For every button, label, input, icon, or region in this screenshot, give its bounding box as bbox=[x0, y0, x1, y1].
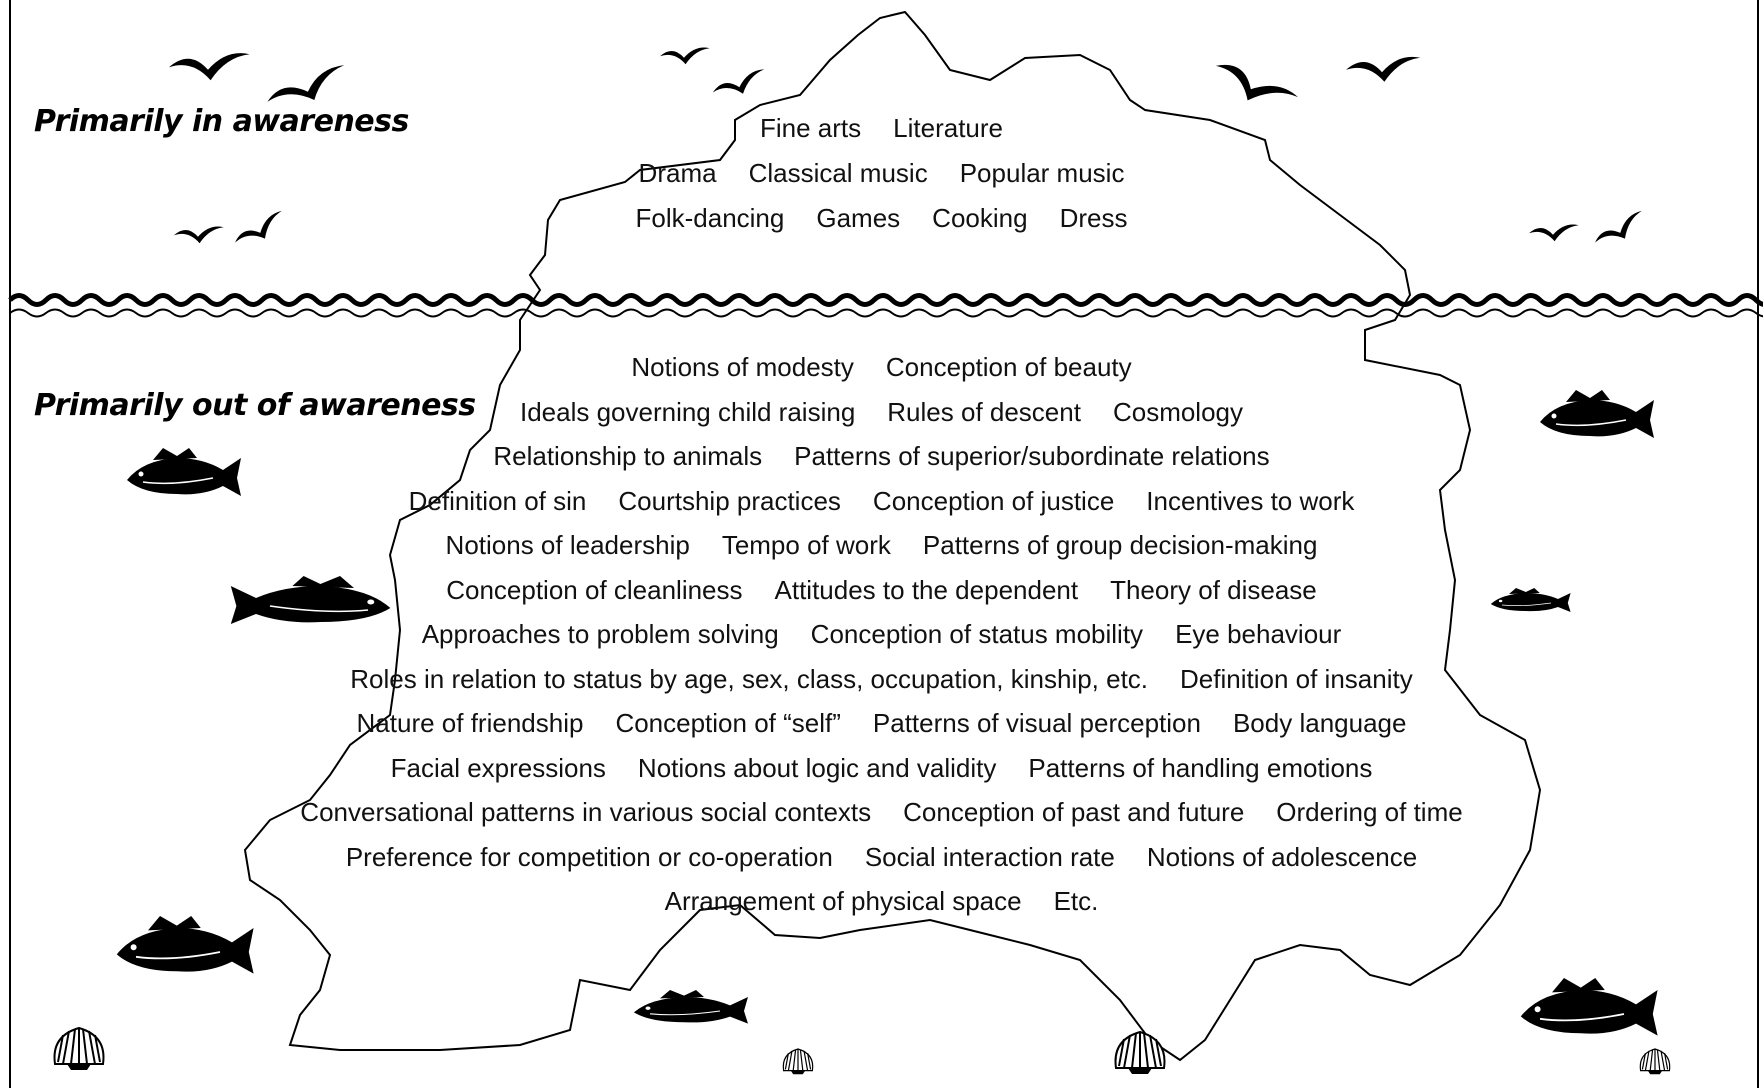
below-waterline-row: Approaches to problem solving Conception … bbox=[0, 619, 1763, 650]
shell-icon bbox=[1114, 1031, 1166, 1075]
culture-item: Popular music bbox=[959, 158, 1125, 188]
culture-item: Conception of “self” bbox=[615, 708, 841, 738]
culture-item: Folk-dancing bbox=[635, 203, 785, 233]
below-waterline-row: Conversational patterns in various socia… bbox=[0, 797, 1763, 828]
label-primarily-out-of-awareness: Primarily out of awareness bbox=[34, 388, 476, 423]
below-waterline-row: Nature of friendship Conception of “self”… bbox=[0, 708, 1763, 739]
culture-item: Notions of modesty bbox=[631, 352, 854, 382]
culture-item: Notions about logic and validity bbox=[637, 752, 997, 783]
culture-item: Definition of insanity bbox=[1180, 663, 1413, 694]
culture-item: Patterns of group decision-making bbox=[922, 530, 1318, 560]
above-waterline-row: Fine arts Literature bbox=[0, 113, 1763, 144]
fish-icon bbox=[115, 915, 255, 975]
fish-icon bbox=[1519, 977, 1659, 1037]
culture-item: Games bbox=[816, 203, 901, 233]
culture-item: Facial expressions bbox=[390, 752, 606, 783]
culture-item: Patterns of visual perception bbox=[872, 708, 1201, 738]
culture-item: Eye behaviour bbox=[1175, 619, 1342, 649]
culture-item: Conversational patterns in various socia… bbox=[300, 797, 872, 827]
culture-item: Attitudes to the dependent bbox=[774, 574, 1079, 605]
shell-icon bbox=[782, 1048, 814, 1075]
below-waterline-row: Roles in relation to status by age, sex,… bbox=[0, 664, 1763, 695]
above-waterline-row: Drama Classical music Popular music bbox=[0, 158, 1763, 189]
shell-icon bbox=[53, 1027, 105, 1071]
culture-item: Notions of leadership bbox=[445, 530, 690, 560]
culture-item: Drama bbox=[638, 158, 717, 188]
culture-item: Approaches to problem solving bbox=[421, 619, 779, 649]
below-waterline-row: Facial expressions Notions about logic an… bbox=[0, 753, 1763, 784]
culture-item: Conception of cleanliness bbox=[446, 574, 743, 605]
culture-item: Classical music bbox=[748, 158, 928, 188]
culture-item: Notions of adolescence bbox=[1146, 841, 1418, 872]
culture-item: Ideals governing child raising bbox=[519, 396, 856, 427]
below-waterline-row: Arrangement of physical space Etc. bbox=[0, 886, 1763, 917]
culture-item: Incentives to work bbox=[1146, 485, 1355, 516]
culture-item: Definition of sin bbox=[408, 485, 587, 516]
culture-item: Social interaction rate bbox=[864, 841, 1115, 872]
bird-icon bbox=[710, 68, 770, 102]
label-primarily-in-awareness: Primarily in awareness bbox=[34, 104, 409, 139]
figure-frame bbox=[9, 0, 1759, 1088]
waterline-wave bbox=[8, 293, 1763, 318]
culture-item: Cooking bbox=[932, 203, 1028, 233]
culture-item: Conception of status mobility bbox=[810, 619, 1144, 649]
culture-item: Conception of justice bbox=[872, 485, 1115, 516]
culture-item: Cosmology bbox=[1112, 396, 1244, 427]
bird-icon bbox=[169, 53, 250, 81]
bird-icon bbox=[1208, 52, 1299, 122]
below-waterline-row: Relationship to animals Patterns of super… bbox=[0, 441, 1763, 472]
fish-icon bbox=[633, 989, 749, 1025]
culture-item: Etc. bbox=[1053, 886, 1099, 916]
culture-item: Theory of disease bbox=[1110, 574, 1317, 605]
above-waterline-row: Folk-dancing Games Cooking Dress bbox=[0, 203, 1763, 234]
below-waterline-row: Definition of sin Courtship practices Conc… bbox=[0, 486, 1763, 517]
culture-item: Relationship to animals bbox=[493, 441, 763, 471]
culture-item: Tempo of work bbox=[721, 530, 891, 560]
bird-icon bbox=[660, 47, 710, 65]
culture-item: Literature bbox=[893, 113, 1003, 143]
below-waterline-row: Preference for competition or co-operati… bbox=[0, 842, 1763, 873]
culture-item: Rules of descent bbox=[887, 396, 1081, 427]
culture-item: Patterns of handling emotions bbox=[1028, 752, 1373, 783]
culture-item: Ordering of time bbox=[1276, 797, 1463, 827]
iceberg-outline bbox=[243, 10, 1542, 1062]
shell-icon bbox=[1639, 1048, 1671, 1075]
culture-item: Patterns of superior/subordinate relatio… bbox=[794, 441, 1270, 471]
culture-item: Fine arts bbox=[760, 113, 862, 143]
culture-item: Body language bbox=[1232, 708, 1407, 738]
culture-item: Nature of friendship bbox=[356, 708, 584, 738]
bird-icon bbox=[1346, 56, 1421, 82]
culture-item: Courtship practices bbox=[618, 485, 841, 516]
culture-item: Preference for competition or co-operati… bbox=[345, 841, 833, 872]
culture-item: Dress bbox=[1059, 203, 1128, 233]
culture-item: Roles in relation to status by age, sex,… bbox=[350, 663, 1149, 694]
below-waterline-row: Notions of modesty Conception of beauty bbox=[0, 352, 1763, 383]
below-waterline-row: Notions of leadership Tempo of work Patter… bbox=[0, 530, 1763, 561]
culture-item: Conception of past and future bbox=[903, 797, 1245, 827]
culture-item: Conception of beauty bbox=[885, 352, 1132, 382]
below-waterline-row: Conception of cleanliness Attitudes to th… bbox=[0, 575, 1763, 606]
culture-item: Arrangement of physical space bbox=[664, 886, 1022, 916]
below-waterline-row: Ideals governing child raising Rules of d… bbox=[0, 397, 1763, 428]
